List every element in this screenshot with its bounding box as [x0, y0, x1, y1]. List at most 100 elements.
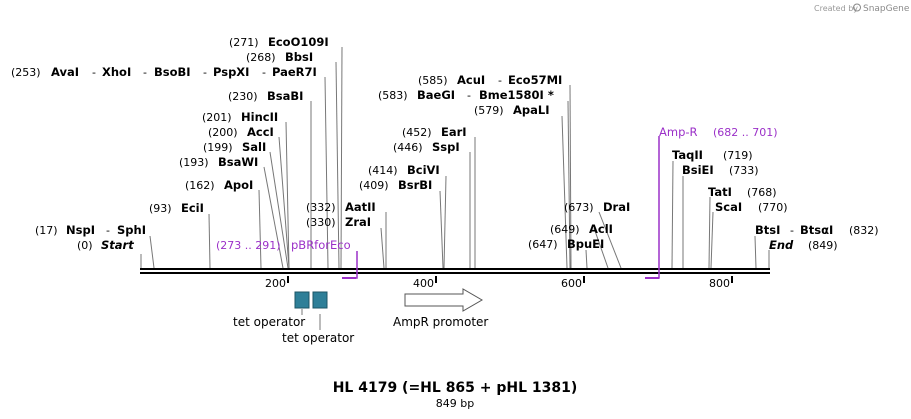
svg-text:(330): (330) — [306, 216, 336, 229]
svg-text:TaqII: TaqII — [672, 148, 703, 162]
site-bsrbi[interactable]: (409) BsrBI — [359, 178, 432, 192]
site-sali[interactable]: (199) SalI — [203, 140, 266, 154]
feature-amp-r[interactable]: Amp-R (682 .. 701) — [645, 125, 778, 279]
site-avai-group[interactable]: (253) AvaI - XhoI - BsoBI - PspXI - PaeR… — [11, 65, 317, 79]
svg-text:(452): (452) — [402, 126, 432, 139]
svg-text:NspI: NspI — [66, 223, 95, 237]
tet-operator-box[interactable] — [312, 291, 328, 309]
svg-text:TatI: TatI — [708, 185, 732, 199]
feature-pbrforeco[interactable]: (273 .. 291) pBRforEco — [216, 238, 358, 279]
site-acli[interactable]: (649) AclI — [550, 222, 613, 236]
svg-text:(414): (414) — [368, 164, 398, 177]
svg-text:PspXI: PspXI — [213, 65, 249, 79]
site-zrai[interactable]: (330) ZraI — [306, 215, 371, 229]
svg-text:BciVI: BciVI — [407, 163, 440, 177]
svg-text:(253): (253) — [11, 66, 41, 79]
site-bsawi[interactable]: (193) BsaWI — [179, 155, 258, 169]
site-end[interactable]: End (849) — [769, 238, 838, 252]
site-leader-lines — [140, 46, 770, 269]
feature-range: (273 .. 291) — [216, 239, 281, 252]
ampr-promoter-label: AmpR promoter — [393, 315, 488, 329]
site-bpuei[interactable]: (647) BpuEI — [528, 237, 604, 251]
site-ecoo109i[interactable]: (271) EcoO109I — [229, 35, 329, 49]
svg-text:(93): (93) — [149, 202, 172, 215]
svg-text:(849): (849) — [808, 239, 838, 252]
site-apoi[interactable]: (162) ApoI — [185, 178, 253, 192]
site-aatii[interactable]: (332) AatII — [306, 200, 376, 214]
svg-text:(268): (268) — [246, 51, 276, 64]
svg-text:(200): (200) — [208, 126, 238, 139]
svg-text:(193): (193) — [179, 156, 209, 169]
svg-text:-: - — [790, 224, 794, 237]
site-acci[interactable]: (200) AccI — [208, 125, 274, 139]
svg-text:(649): (649) — [550, 223, 580, 236]
svg-text:Bme1580I *: Bme1580I * — [479, 88, 554, 102]
svg-text:ApaLI: ApaLI — [513, 103, 550, 117]
site-bbsi[interactable]: (268) BbsI — [246, 50, 313, 64]
site-sspi[interactable]: (446) SspI — [393, 140, 460, 154]
svg-text:(719): (719) — [723, 149, 753, 162]
site-bcivi[interactable]: (414) BciVI — [368, 163, 440, 177]
svg-text:BpuEI: BpuEI — [567, 237, 604, 251]
site-start[interactable]: (0) Start — [77, 238, 134, 252]
snapgene-brand: SnapGene — [863, 4, 910, 14]
site-scai[interactable]: ScaI (770) — [715, 200, 788, 214]
svg-text:XhoI: XhoI — [102, 65, 131, 79]
scale-axis: 200 400 600 800 — [265, 276, 733, 290]
feature-range: (682 .. 701) — [713, 126, 778, 139]
site-drai[interactable]: (673) DraI — [564, 200, 630, 214]
svg-text:(332): (332) — [306, 201, 336, 214]
svg-text:(733): (733) — [729, 164, 759, 177]
site-btsi[interactable]: BtsI - BtsαI (832) — [755, 223, 879, 237]
svg-text:(647): (647) — [528, 238, 558, 251]
svg-text:(199): (199) — [203, 141, 233, 154]
svg-text:(585): (585) — [418, 74, 448, 87]
feature-label: Amp-R — [659, 125, 698, 139]
svg-text:(271): (271) — [229, 36, 259, 49]
svg-text:BtsI: BtsI — [755, 223, 780, 237]
tick-label-600: 600 — [561, 277, 582, 290]
svg-text:EcoO109I: EcoO109I — [268, 35, 329, 49]
site-apali[interactable]: (579) ApaLI — [474, 103, 550, 117]
svg-text:AvaI: AvaI — [51, 65, 79, 79]
sequence-length: 849 bp — [436, 397, 474, 410]
tick-label-800: 800 — [709, 277, 730, 290]
svg-text:(162): (162) — [185, 179, 215, 192]
svg-text:BsoBI: BsoBI — [154, 65, 191, 79]
svg-text:ZraI: ZraI — [345, 215, 371, 229]
site-ecii[interactable]: (93) EciI — [149, 201, 204, 215]
svg-text:SalI: SalI — [242, 140, 266, 154]
site-eari[interactable]: (452) EarI — [402, 125, 467, 139]
site-taqii[interactable]: TaqII (719) — [672, 148, 753, 162]
svg-text:AccI: AccI — [247, 125, 274, 139]
svg-text:DraI: DraI — [603, 200, 630, 214]
tet-operator-label: tet operator — [282, 331, 354, 345]
svg-text:AatII: AatII — [345, 200, 376, 214]
tick-label-200: 200 — [265, 277, 286, 290]
svg-text:-: - — [262, 66, 266, 79]
svg-text:BsiEI: BsiEI — [682, 163, 714, 177]
svg-text:(409): (409) — [359, 179, 389, 192]
svg-text:BsrBI: BsrBI — [398, 178, 432, 192]
site-tati[interactable]: TatI (768) — [708, 185, 777, 199]
site-acui[interactable]: (585) AcuI - Eco57MI — [418, 73, 562, 87]
svg-text:BaeGI: BaeGI — [417, 88, 455, 102]
svg-text:ScaI: ScaI — [715, 200, 742, 214]
svg-text:End: End — [769, 238, 794, 252]
site-nspi[interactable]: (17) NspI - SphI — [35, 223, 146, 237]
svg-text:(201): (201) — [202, 111, 232, 124]
svg-text:(230): (230) — [228, 90, 258, 103]
svg-text:(768): (768) — [747, 186, 777, 199]
site-baegi[interactable]: (583) BaeGI - Bme1580I * — [378, 88, 554, 102]
ampr-promoter-arrow-icon[interactable] — [404, 288, 483, 312]
svg-text:PaeR7I: PaeR7I — [272, 65, 317, 79]
site-bsabi[interactable]: (230) BsaBI — [228, 89, 303, 103]
tet-operator-box[interactable] — [294, 291, 310, 309]
site-bsiei[interactable]: BsiEI (733) — [682, 163, 759, 177]
svg-text:BsaWI: BsaWI — [218, 155, 258, 169]
tet-operator-label: tet operator — [233, 315, 305, 329]
svg-text:-: - — [92, 66, 96, 79]
site-hincii[interactable]: (201) HincII — [202, 110, 278, 124]
feature-label: pBRforEco — [291, 238, 351, 252]
